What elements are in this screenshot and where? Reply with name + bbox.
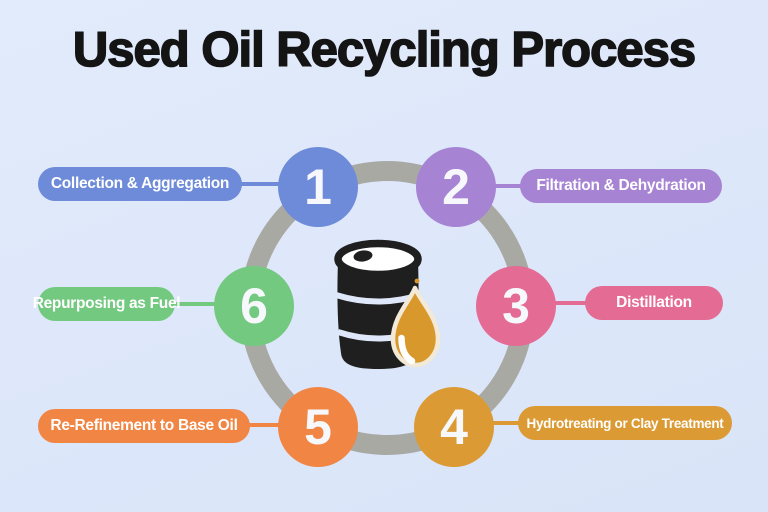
step-3-connector-line <box>540 301 589 305</box>
step-label-collection-aggregation: Collection & Aggregation <box>38 167 242 201</box>
step-label-filtration-dehydration: Filtration & Dehydration <box>520 169 722 203</box>
step-4-connector-line <box>478 421 522 425</box>
step-1-connector-line <box>240 182 286 186</box>
step-4-number-circle: 4 <box>414 387 494 467</box>
step-1-number-circle: 1 <box>278 147 358 227</box>
step-2-connector-line <box>470 184 524 188</box>
oil-barrel-icon <box>330 235 450 385</box>
step-6-connector-line <box>171 302 221 306</box>
step-3-number-circle: 3 <box>476 266 556 346</box>
step-label-rerefinement-base-oil: Re-Refinement to Base Oil <box>38 409 250 443</box>
step-label-repurposing-fuel: Repurposing as Fuel <box>33 287 181 321</box>
step-5-number-circle: 5 <box>278 387 358 467</box>
step-label-hydrotreating-clay-treatment: Hydrotreating or Clay Treatment <box>518 406 732 440</box>
step-label-distillation: Distillation <box>585 286 723 320</box>
step-2-number-circle: 2 <box>416 147 496 227</box>
page-title: Used Oil Recycling Process <box>72 22 697 78</box>
oil-drop-glyph <box>390 278 441 368</box>
step-5-connector-line <box>246 423 294 427</box>
step-6-number-circle: 6 <box>214 266 294 346</box>
